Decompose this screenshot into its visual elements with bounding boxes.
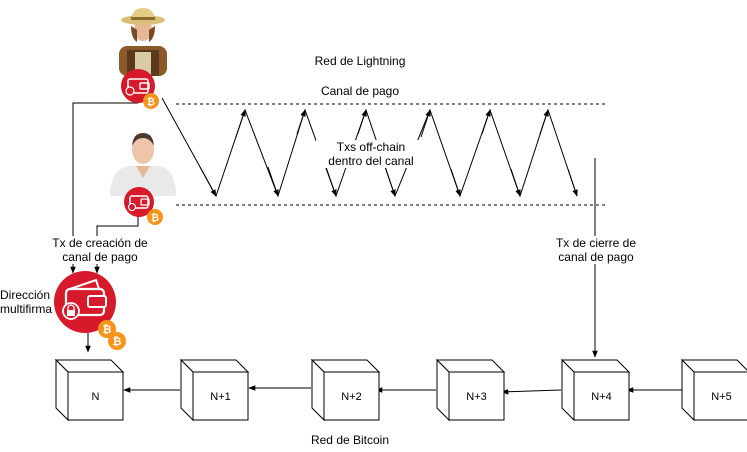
svg-text:₿: ₿ [103,323,112,336]
offchain-tx-label: Txs off-chain dentro del canal [316,140,426,168]
block-n-plus-4: N+4 [560,358,631,422]
bitcoin-network-label: Red de Bitcoin [310,433,390,447]
block-label: N+1 [210,391,231,403]
block-front-face [323,371,380,421]
block-n-plus-3: N+3 [435,358,506,422]
user1-to-multisig-connector [70,102,138,274]
multisig-wallet-icon [54,271,116,333]
svg-text:₿: ₿ [147,96,155,108]
svg-text:₿: ₿ [113,335,122,348]
block-n-plus-1: N+1 [179,358,250,422]
offchain-arrowheads [199,109,578,197]
block-n-plus-5: N+5 [680,358,747,422]
block-front-face [693,371,747,421]
block-label: N+4 [591,391,612,403]
bitcoin-icon: ₿ [143,93,159,109]
block-n: N [54,358,125,422]
block-n-plus-2: N+2 [310,358,381,422]
block-front-face [573,371,630,421]
user-man-avatar [110,133,176,196]
block-front-face [448,371,505,421]
multisig-label-line1: Dirección [0,288,51,302]
wallet-icon [124,187,154,217]
offchain-tx-label-line1: Txs off-chain [316,140,426,154]
chain-arrow-n4-to-n3 [501,388,562,395]
bitcoin-icon: ₿ [108,332,126,350]
bitcoin-icon: ₿ [147,209,163,225]
block-front-face [67,371,124,421]
close-tx-label-line2: canal de pago [544,250,648,264]
multisig-address-label: Dirección multifirma [0,288,56,316]
block-front-face [192,371,249,421]
block-label: N+3 [466,391,487,403]
svg-text:₿: ₿ [151,212,159,224]
open-tx-label-line2: canal de pago [38,250,162,264]
open-tx-label: Tx de creación de canal de pago [38,236,162,264]
multisig-label-line2: multifirma [0,302,53,316]
offchain-tx-label-line2: dentro del canal [316,154,426,168]
close-tx-label-line1: Tx de cierre de [544,236,648,250]
user-farmer-avatar [119,8,167,76]
block-label: N+5 [711,391,732,403]
block-label: N [92,391,100,403]
lightning-network-label: Red de Lightning [314,54,406,68]
block-label: N+2 [341,391,362,403]
close-tx-label: Tx de cierre de canal de pago [544,236,648,264]
open-tx-label-line1: Tx de creación de [38,236,162,250]
bitcoin-icon: ₿ [98,320,116,338]
payment-channel-label: Canal de pago [320,84,400,98]
blockchain: N N+1 N+2 N+3 N+4 N+5 [54,358,747,422]
